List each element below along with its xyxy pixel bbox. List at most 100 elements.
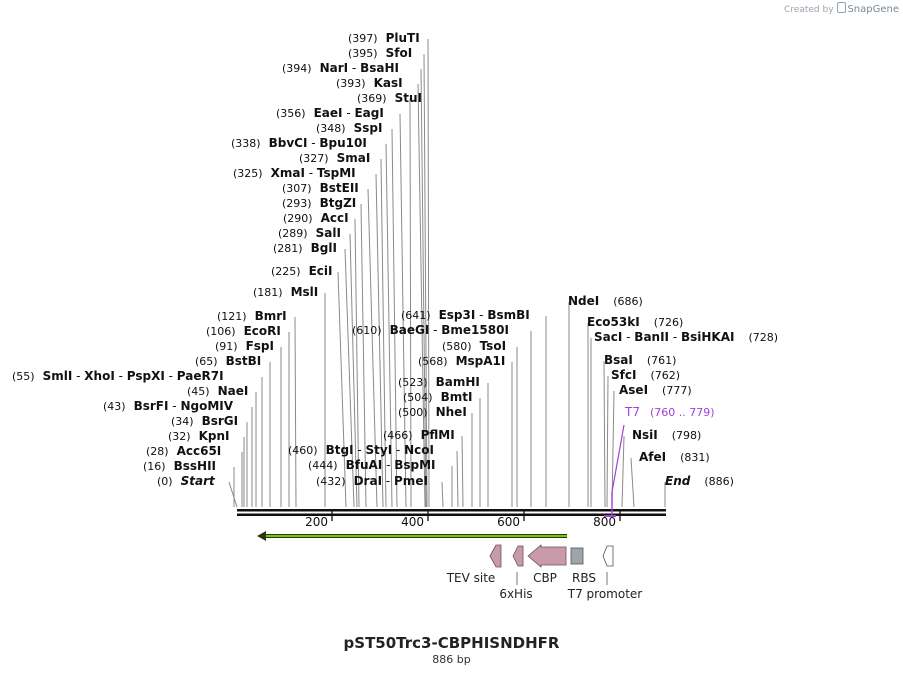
enzyme-name: BglI: [311, 241, 337, 255]
site-position: (886): [704, 475, 734, 488]
6xhis-feature: [512, 545, 524, 567]
site-label: AfeI(831): [639, 450, 710, 464]
site-position: (290): [283, 212, 313, 225]
enzyme-name: SmaI: [337, 151, 371, 165]
enzyme-name: BsrGI: [202, 414, 239, 428]
enzyme-name: PmeI: [394, 474, 428, 488]
enzyme-name: NdeI: [568, 294, 599, 308]
enzyme-name: EcoRI: [244, 324, 281, 338]
site-position: (181): [253, 286, 283, 299]
enzyme-name: PaeR7I: [177, 369, 224, 383]
site-leader: [399, 113, 407, 508]
site-label: NsiI(798): [632, 428, 701, 442]
site-label: SacI - BanII - BsiHKAI(728): [594, 330, 778, 344]
site-label-text: (181)MslI: [253, 285, 318, 299]
site-label: (394)NarI - BsaHI: [282, 61, 399, 75]
t7-primer-mark: [604, 424, 625, 517]
snapgene-logo-icon: [837, 2, 847, 13]
credit-brand: SnapGene: [847, 4, 899, 15]
enzyme-name: KasI: [374, 76, 403, 90]
axis-tick-label: 400: [401, 515, 424, 529]
site-label-text: (106)EcoRI: [206, 324, 281, 338]
feature-glyphs: [489, 544, 614, 585]
site-leader: [621, 435, 625, 508]
plasmid-name: pST50Trc3-CBPHISNDHFR: [343, 634, 560, 652]
site-label-text: (393)KasI: [336, 76, 403, 90]
site-leader: [441, 481, 444, 508]
site-label-text: Eco53kI(726): [587, 315, 683, 329]
axis-tick-label: 800: [593, 515, 616, 529]
site-label-text: (500)NheI: [398, 405, 467, 419]
enzyme-name: End: [665, 474, 691, 488]
site-leader: [354, 218, 360, 508]
cbp-feature: [527, 544, 567, 568]
site-position: (28): [146, 445, 169, 458]
site-label-text: (225)EciI: [271, 264, 332, 278]
sequence-backbone: [237, 509, 666, 516]
site-label: (91)FspI: [215, 339, 274, 353]
site-leader: [603, 360, 606, 508]
enzyme-name: Acc65I: [177, 444, 222, 458]
site-label: (106)EcoRI: [206, 324, 281, 338]
feature-label-6xhis: 6xHis: [499, 587, 532, 601]
site-leader: [606, 375, 609, 508]
site-label-text: AfeI(831): [639, 450, 710, 464]
site-position: (728): [748, 331, 778, 344]
site-label: (290)AccI: [283, 211, 349, 225]
site-label: (568)MspA1I: [418, 354, 505, 368]
site-label-text: (395)SfoI: [348, 46, 412, 60]
site-label: (293)BtgZI: [282, 196, 356, 210]
site-label-text: (121)BmrI: [217, 309, 287, 323]
enzyme-name: PspXI: [127, 369, 165, 383]
enzyme-name: BbvCI: [269, 136, 308, 150]
site-label: (0)Start: [157, 474, 216, 488]
site-label-text: NdeI(686): [568, 294, 643, 308]
enzyme-name: BsrFI: [134, 399, 169, 413]
site-position: (91): [215, 340, 238, 353]
site-label-text: (523)BamHI: [398, 375, 480, 389]
enzyme-name: BstBI: [226, 354, 262, 368]
site-position: (281): [273, 242, 303, 255]
site-position: (523): [398, 376, 428, 389]
site-leader: [367, 188, 378, 508]
enzyme-name: KpnI: [199, 429, 230, 443]
site-position: (225): [271, 265, 301, 278]
site-label: (523)BamHI: [398, 375, 480, 389]
snapgene-credit: Created by SnapGene: [784, 2, 899, 15]
site-leader: [360, 203, 367, 508]
site-leader: [409, 98, 412, 508]
enzyme-name: NarI: [320, 61, 349, 75]
enzyme-name: NcoI: [404, 443, 434, 457]
site-label: (338)BbvCI - Bpu10I: [231, 136, 367, 150]
enzyme-name: BtgZI: [320, 196, 357, 210]
enzyme-name: BmrI: [255, 309, 287, 323]
site-position: (568): [418, 355, 448, 368]
enzyme-name: XmaI: [271, 166, 305, 180]
site-position: (397): [348, 32, 378, 45]
enzyme-name: BspMI: [394, 458, 435, 472]
site-labels: (397)PluTI(395)SfoI(394)NarI - BsaHI(393…: [12, 31, 778, 488]
site-label: (641)Esp3I - BsmBI: [401, 308, 530, 322]
site-label: (610)BaeGI - Bme1580I: [352, 323, 509, 337]
site-label-text: (281) BglI: [273, 241, 337, 255]
enzyme-name: XhoI: [84, 369, 115, 383]
site-label-text: T7(760 .. 779): [624, 405, 715, 419]
site-label: (307)BstEII: [282, 181, 359, 195]
site-label-text: (290)AccI: [283, 211, 349, 225]
site-leader: [427, 38, 430, 508]
enzyme-name: SacI: [594, 330, 622, 344]
site-leader: [630, 457, 635, 508]
site-position: (34): [171, 415, 194, 428]
site-label: End (886): [665, 474, 734, 488]
site-position: (32): [168, 430, 191, 443]
enzyme-name: DraI: [354, 474, 382, 488]
site-label: (325)XmaI - TspMI: [233, 166, 356, 180]
enzyme-name: BssHII: [174, 459, 216, 473]
site-label: (327)SmaI: [299, 151, 370, 165]
enzyme-name: SalI: [316, 226, 341, 240]
site-label: (225)EciI: [271, 264, 332, 278]
site-position: (338): [231, 137, 261, 150]
site-position: (641): [401, 309, 431, 322]
enzyme-name: AseI: [619, 383, 648, 397]
tev-site-feature: [489, 544, 502, 568]
